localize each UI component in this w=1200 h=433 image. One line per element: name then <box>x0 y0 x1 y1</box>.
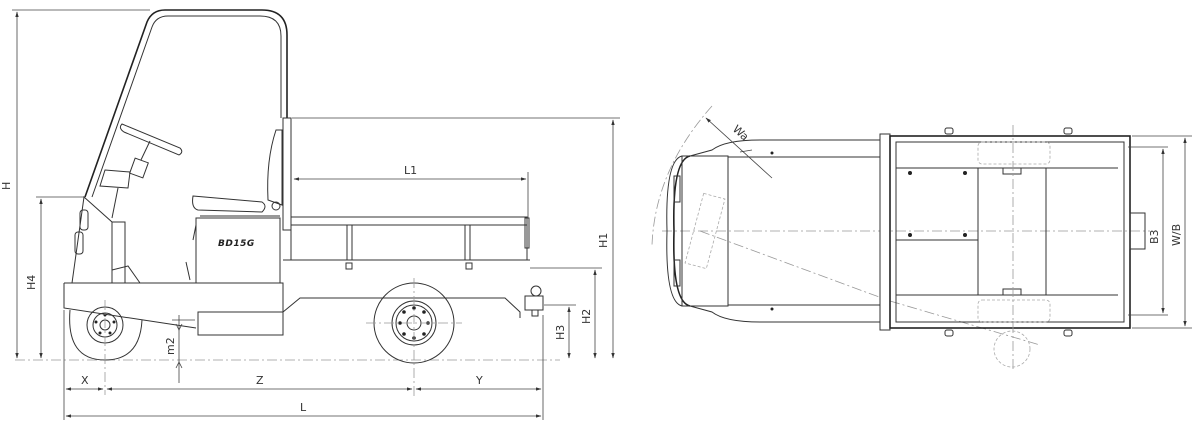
dim-WB-label: W/B <box>1170 224 1183 246</box>
dim-Y-label: Y <box>475 374 483 387</box>
dim-H2-label: H2 <box>580 309 593 324</box>
dim-L-label: L <box>300 401 307 414</box>
model-label: BD15G <box>218 239 255 249</box>
dim-B3-label: B3 <box>1148 229 1161 244</box>
dim-m2-label: m2 <box>164 337 177 355</box>
rear-wheel <box>366 278 462 398</box>
dim-H3-label: H3 <box>554 325 567 340</box>
driver-seat <box>192 129 283 217</box>
dim-X-label: X <box>81 374 89 387</box>
dim-L1-label: L1 <box>404 164 417 177</box>
dim-H1-label: H1 <box>597 233 610 248</box>
cargo-bed <box>290 216 530 270</box>
steering-wheel <box>99 123 183 219</box>
top-view: Wa B3 W/B <box>651 105 1192 370</box>
dim-H-label: H <box>0 182 13 190</box>
front-wheel <box>69 300 143 395</box>
dim-Z-label: Z <box>256 374 264 387</box>
turning-arc <box>651 105 713 246</box>
overhead-guard <box>84 9 292 231</box>
dim-H4-label: H4 <box>25 275 38 290</box>
chassis <box>63 259 530 336</box>
battery-compartment: BD15G <box>185 217 281 284</box>
side-view: BD15G <box>0 9 620 420</box>
front-body <box>71 196 141 284</box>
tow-hitch <box>524 285 544 317</box>
